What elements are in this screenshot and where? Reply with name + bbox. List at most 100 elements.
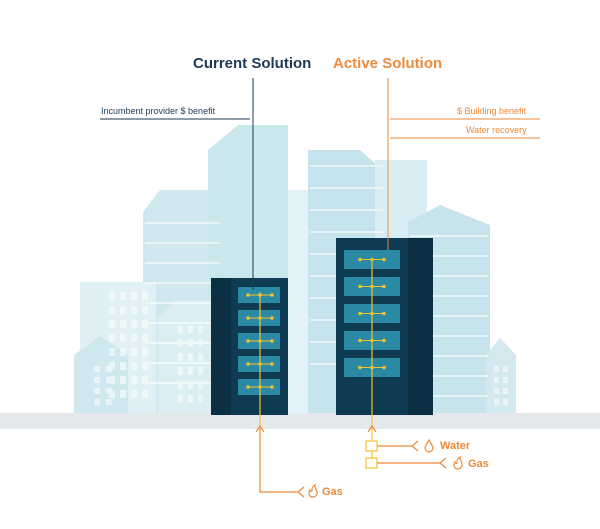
window — [188, 395, 193, 403]
panel-dot — [358, 365, 362, 370]
current-solution-building — [211, 278, 288, 415]
window — [198, 353, 203, 361]
window — [94, 399, 100, 405]
current-solution-title: Current Solution — [193, 55, 312, 72]
window — [198, 367, 203, 375]
floor-stripe — [410, 335, 488, 337]
window — [503, 366, 508, 372]
window — [109, 292, 115, 300]
panel-dot — [382, 284, 386, 289]
floor-stripe — [310, 231, 383, 233]
window — [131, 376, 137, 384]
window — [131, 306, 137, 314]
window — [131, 348, 137, 356]
water-recovery-label: Water recovery — [466, 125, 527, 135]
floor-stripe — [145, 322, 220, 324]
active-gas-valve-icon — [439, 457, 447, 469]
current-panels — [238, 287, 280, 395]
panel-dot — [358, 338, 362, 343]
window — [131, 320, 137, 328]
flame-icon — [308, 483, 318, 498]
panel-dot — [382, 257, 386, 262]
panel-dot — [382, 365, 386, 370]
window — [142, 292, 148, 300]
window — [120, 362, 126, 370]
active-water-valve-icon — [411, 440, 419, 452]
floor-stripe — [410, 395, 488, 397]
floor-stripe — [410, 355, 488, 357]
window — [142, 376, 148, 384]
panel-dot — [270, 293, 274, 297]
floor-stripe — [410, 235, 488, 237]
building-benefit-label: $ Building benefit — [457, 106, 527, 116]
window — [178, 325, 183, 333]
window — [106, 399, 112, 405]
window — [503, 377, 508, 383]
panel-dot — [370, 257, 374, 262]
current-gas-pipe — [259, 428, 298, 493]
floor-stripe — [145, 382, 220, 384]
panel-dot — [358, 284, 362, 289]
window — [188, 353, 193, 361]
panel-dot — [246, 293, 250, 297]
window — [494, 388, 499, 394]
leader-lines — [100, 78, 540, 290]
ground — [0, 413, 600, 429]
window — [503, 388, 508, 394]
window — [109, 348, 115, 356]
window — [142, 306, 148, 314]
active-water-label: Water — [440, 440, 471, 452]
background-buildings — [74, 125, 516, 415]
window — [494, 399, 499, 405]
window — [142, 348, 148, 356]
flame-icon — [453, 455, 463, 470]
panel-dot — [246, 385, 250, 389]
panel-dot — [270, 316, 274, 320]
window — [188, 381, 193, 389]
floor-stripe — [310, 209, 383, 211]
window — [109, 334, 115, 342]
window — [198, 381, 203, 389]
active-solution-building — [336, 238, 433, 415]
floor-stripe — [145, 362, 220, 364]
floor-stripe — [145, 222, 220, 224]
window — [198, 325, 203, 333]
window — [198, 395, 203, 403]
floor-stripe — [145, 302, 220, 304]
floor-stripe — [145, 342, 220, 344]
active-building-shade — [408, 238, 433, 415]
window — [120, 320, 126, 328]
window — [131, 292, 137, 300]
panel-dot — [358, 257, 362, 262]
window — [106, 366, 112, 372]
water-drop-icon — [424, 438, 434, 453]
panel-dot — [246, 316, 250, 320]
active-arrow — [367, 424, 377, 433]
window — [94, 388, 100, 394]
window — [120, 376, 126, 384]
panel-dot — [270, 339, 274, 343]
window — [494, 366, 499, 372]
window — [120, 348, 126, 356]
incumbent-benefit-label: Incumbent provider $ benefit — [101, 106, 216, 116]
active-gas-meter — [365, 457, 378, 469]
active-gas-label: Gas — [468, 458, 489, 470]
panel-dot — [246, 339, 250, 343]
panel-dot — [358, 311, 362, 316]
panel-dot — [382, 311, 386, 316]
floor-stripe — [145, 262, 220, 264]
window — [106, 377, 112, 383]
floor-stripe — [410, 375, 488, 377]
active-water-meter — [365, 440, 378, 452]
window — [94, 366, 100, 372]
window — [131, 362, 137, 370]
utility-icons — [297, 438, 463, 498]
window — [178, 367, 183, 375]
window — [120, 390, 126, 398]
window — [142, 334, 148, 342]
current-gas-valve-icon — [297, 486, 305, 498]
panel-dot — [382, 338, 386, 343]
floor-stripe — [145, 282, 220, 284]
window — [94, 377, 100, 383]
